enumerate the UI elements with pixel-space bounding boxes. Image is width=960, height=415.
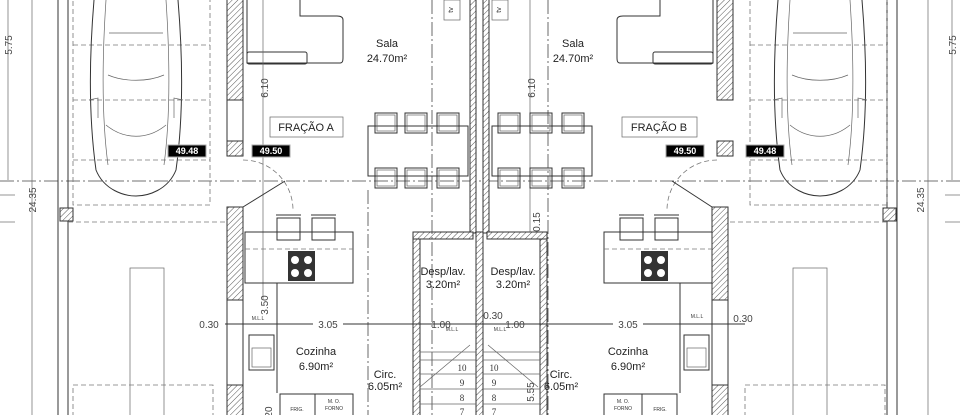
stairs-core: Desp/lav. 3.20m² Desp/lav. 3.20m² 0.15 1… [419, 212, 543, 415]
level-interior-b: 49.50 [674, 146, 697, 156]
mll-desp-a: M.L.L [446, 327, 459, 333]
room-cozinha-b-name: Cozinha [608, 346, 649, 358]
dim-desp-width-b: 1.00 [505, 320, 525, 331]
dim-stair: 5.55 [526, 382, 537, 402]
frig-b: FRIG. [653, 407, 666, 413]
forno-a: FORNO [325, 406, 343, 412]
room-sala-a-name: Sala [376, 38, 399, 50]
mo-a: M. O. [328, 399, 340, 405]
room-sala-b-area: 24.70m² [553, 53, 594, 65]
dim-sala-depth-a: 6.10 [260, 78, 271, 98]
dim-wall-center: 0.30 [483, 311, 503, 322]
tv-a: tv [448, 7, 455, 13]
room-circ-a-name: Circ. [374, 369, 397, 381]
right-dimensions: 5.75 24.35 [882, 0, 960, 415]
stair-step: 9 [460, 378, 465, 388]
fraction-a-label: FRAÇÃO A [278, 121, 334, 134]
stair-step: 10 [490, 363, 500, 373]
stair-step: 8 [492, 393, 497, 403]
room-cozinha-b-area: 6.90m² [611, 361, 646, 373]
room-desp-a-name: Desp/lav. [420, 266, 465, 278]
mll-a: M.L.L [252, 316, 265, 322]
level-interior-a: 49.50 [260, 146, 283, 156]
room-circ-a-area: 6.05m² [368, 381, 403, 393]
room-circ-b-name: Circ. [550, 369, 573, 381]
dim-kitchen-width-a: 3.05 [318, 320, 338, 331]
room-desp-a-area: 3.20m² [426, 279, 461, 291]
stove-icon [288, 251, 315, 281]
room-desp-b-name: Desp/lav. [490, 266, 535, 278]
dim-sala-depth-b: 6.10 [527, 78, 538, 98]
kitchen-a: 3.50 M.L.L Cozinha 6.90m² FRIG. M. O. FO… [244, 190, 403, 415]
room-circ-b-area: 6.05m² [544, 381, 579, 393]
stair-step: 10 [458, 363, 468, 373]
car-icon [88, 0, 184, 197]
dimension-row: 0.30 3.05 1.00 0.30 1.00 3.05 0.30 [193, 311, 753, 331]
mll-b: M.L.L [691, 314, 704, 320]
kitchen-b: M.L.L Cozinha 6.90m² M. O. FORNO FRIG. C… [544, 214, 713, 415]
dim-lot-depth-b: 24.35 [916, 187, 927, 212]
dim-lot-top-b: 5.75 [948, 35, 959, 55]
room-desp-b-area: 3.20m² [496, 279, 531, 291]
room-sala-b-name: Sala [562, 38, 585, 50]
parking-a: 49.48 [68, 0, 228, 415]
parking-b: 49.48 [730, 0, 888, 415]
dim-kitchen-width-b: 3.05 [618, 320, 638, 331]
stair-step: 8 [460, 393, 465, 403]
dim-lot-top-a: 5.75 [4, 35, 15, 55]
fraction-b-label: FRAÇÃO B [631, 121, 687, 134]
stair-step: 7 [460, 407, 465, 415]
frig-a: FRIG. [290, 407, 303, 413]
level-parking-b: 49.48 [754, 146, 777, 156]
sala-b: 6.10 Sala 24.70m² FRAÇÃO B 49.50 tv [491, 0, 718, 415]
sala-a: 6.10 Sala 24.70m² FRAÇÃO A 49.50 tv [242, 0, 469, 415]
dim-lot-depth-a: 24.35 [28, 187, 39, 212]
stove-icon [641, 251, 668, 281]
stair-step: 7 [492, 407, 497, 415]
dim-desp-width-a: 1.00 [431, 320, 451, 331]
level-parking-a: 49.48 [176, 146, 199, 156]
mll-desp-b: M.L.L [494, 327, 507, 333]
dim-small: 0.15 [532, 212, 543, 232]
room-cozinha-a-name: Cozinha [296, 346, 337, 358]
dim-bottom-a: 20 [264, 406, 275, 415]
mo-b: M. O. [617, 399, 629, 405]
left-dimensions: 5.75 24.35 [0, 0, 74, 415]
dim-wall-b: 0.30 [733, 314, 753, 325]
forno-b: FORNO [614, 406, 632, 412]
stair-step: 9 [492, 378, 497, 388]
car-icon [772, 0, 868, 197]
dim-kitchen-depth-a: 3.50 [260, 295, 271, 315]
tv-b: tv [496, 7, 503, 13]
dim-wall-a: 0.30 [199, 320, 219, 331]
room-cozinha-a-area: 6.90m² [299, 361, 334, 373]
room-sala-a-area: 24.70m² [367, 53, 408, 65]
